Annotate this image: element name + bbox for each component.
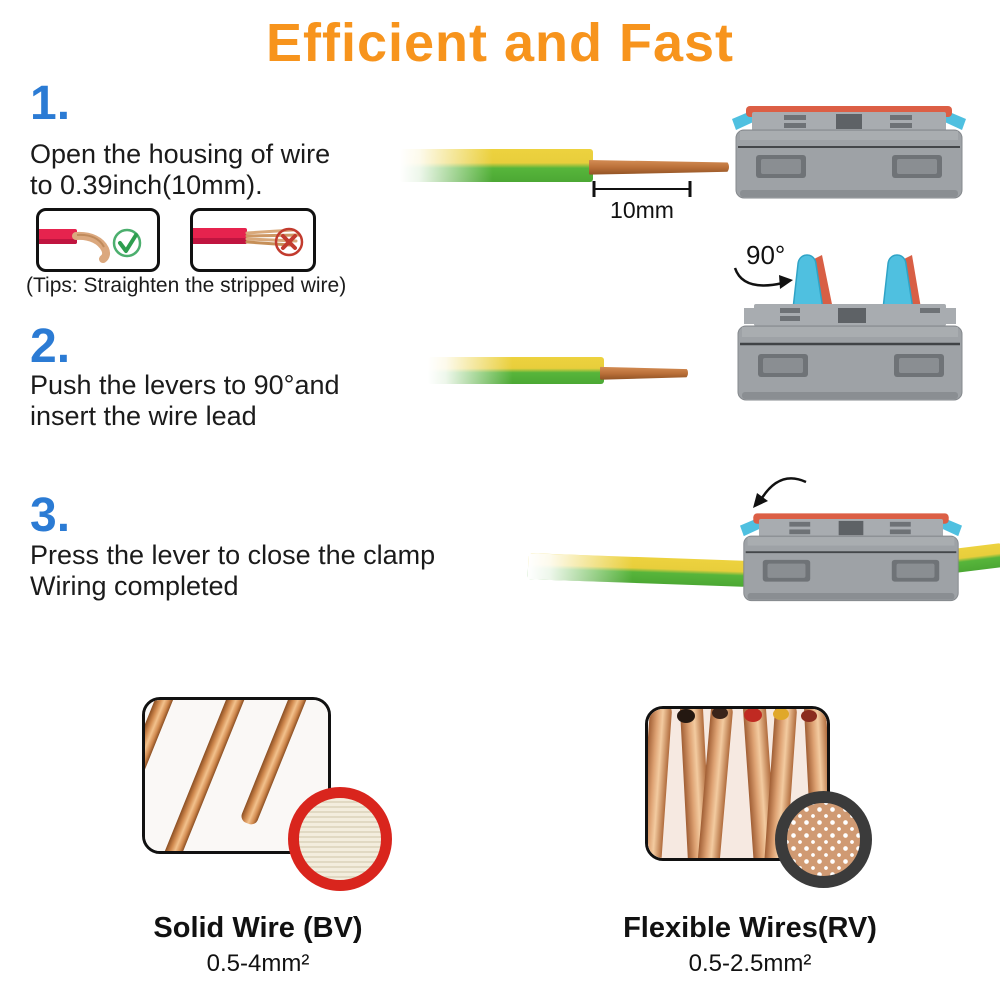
- cap-slot: [920, 308, 940, 313]
- step1-tip-caption: (Tips: Straighten the stripped wire): [26, 274, 347, 297]
- check-icon: [112, 228, 142, 258]
- step3-number: 3.: [30, 489, 71, 542]
- body-shadow: [747, 593, 955, 600]
- earth-wire-step3-left: [527, 553, 747, 587]
- test-port-right-inner: [896, 563, 935, 578]
- body-highlight: [747, 537, 955, 546]
- body-highlight: [742, 327, 958, 337]
- cap-slot: [784, 123, 806, 128]
- step2-instruction: Push the levers to 90°and insert the wir…: [30, 370, 340, 432]
- frayed-wire-illustration: [193, 227, 304, 257]
- copper-rod: [145, 700, 176, 851]
- flexible-wire-range: 0.5-2.5mm²: [688, 950, 812, 977]
- solid-wire-rods: [145, 700, 328, 851]
- straightened-wire-illustration: [39, 228, 142, 263]
- wire-fade: [527, 553, 747, 587]
- insulation-tip-brown: [712, 709, 728, 719]
- wire-insulation-shade: [39, 239, 77, 244]
- flexible-wire-label: Flexible Wires(RV): [623, 912, 877, 944]
- arrow-curve: [760, 477, 807, 499]
- copper-strand-4: [245, 240, 292, 247]
- insulation-tip-yellow: [773, 709, 789, 720]
- body-shadow: [742, 392, 958, 399]
- step1-line2: to 0.39inch(10mm).: [30, 170, 263, 200]
- solid-wire-range: 0.5-4mm²: [206, 950, 310, 977]
- page-title: Efficient and Fast: [265, 13, 735, 73]
- copper-rod: [164, 700, 248, 851]
- cap-slot-center: [838, 520, 864, 536]
- cap-slot: [789, 529, 811, 535]
- wire-fade: [400, 149, 593, 182]
- step2-line1: Push the levers to 90°and: [30, 370, 340, 400]
- insulation-tip-red: [744, 709, 762, 722]
- copper-strand-bent: [72, 231, 111, 263]
- earth-wire-step2: [428, 357, 604, 384]
- stripped-copper-step2: [600, 366, 688, 380]
- solid-wire-label: Solid Wire (BV): [153, 912, 363, 944]
- stranded-wire: [764, 709, 797, 858]
- stripped-copper-step1: [589, 159, 729, 175]
- dimension-bracket: [592, 181, 692, 197]
- body-shadow: [740, 190, 958, 197]
- cap-slot: [890, 123, 912, 128]
- body-highlight: [740, 131, 958, 140]
- test-port-left-inner: [761, 159, 801, 174]
- step2-number: 2.: [30, 320, 71, 373]
- cross-icon: [274, 227, 304, 257]
- cap-slot: [789, 521, 811, 527]
- wire-fade: [428, 357, 604, 384]
- step3-instruction: Press the lever to close the clamp Wirin…: [30, 540, 435, 602]
- copper-strand-texture: [76, 233, 105, 248]
- wire-insulation-shade: [193, 238, 247, 244]
- stranded-wire: [648, 709, 672, 858]
- cap-slot-center: [836, 114, 862, 129]
- cross-mark: [281, 234, 297, 250]
- step2-line2: insert the wire lead: [30, 401, 257, 431]
- solid-wire-photo: [142, 697, 331, 854]
- check-mark: [118, 233, 138, 253]
- stranded-wire: [697, 709, 733, 858]
- copper-rod: [241, 700, 310, 825]
- insulation-tip-black: [677, 709, 695, 723]
- cap-slot: [890, 115, 912, 120]
- cap-slot: [889, 529, 911, 535]
- connector-closed-step1: [732, 106, 966, 199]
- arrow-head: [779, 275, 793, 289]
- tip-wrong-thumbnail: [190, 208, 316, 272]
- test-port-right-inner: [899, 358, 939, 373]
- cap-slot: [784, 115, 806, 120]
- test-port-left-inner: [767, 563, 806, 578]
- test-port-right-inner: [897, 159, 937, 174]
- cap-slot-center: [838, 308, 866, 323]
- insulation-tip-darkred: [801, 710, 817, 722]
- step3-line2: Wiring completed: [30, 571, 239, 601]
- earth-wire-step1: [400, 149, 593, 182]
- solid-wire-cross-section: [288, 787, 392, 891]
- cap-slot: [780, 316, 800, 321]
- flexible-wire-cross-section: [775, 791, 872, 888]
- arrow-head: [753, 493, 768, 508]
- step1-line1: Open the housing of wire: [30, 139, 331, 169]
- step1-number: 1.: [30, 77, 71, 130]
- arrow-curve: [733, 267, 784, 287]
- cap-slot: [780, 308, 800, 313]
- copper-strand-2: [245, 233, 301, 238]
- cap-slot: [889, 521, 911, 527]
- step1-instruction: Open the housing of wire to 0.39inch(10m…: [30, 139, 330, 201]
- step3-line1: Press the lever to close the clamp: [30, 540, 436, 570]
- tip-correct-thumbnail: [36, 208, 160, 272]
- angle-label: 90°: [746, 240, 786, 270]
- connector-closed-step3: [740, 513, 962, 602]
- dimension-label: 10mm: [610, 197, 674, 223]
- connector-open-step2: [737, 254, 963, 401]
- press-arrow-step3: [753, 477, 807, 508]
- rotate-arrow-step2: [733, 267, 793, 289]
- test-port-left-inner: [763, 358, 803, 373]
